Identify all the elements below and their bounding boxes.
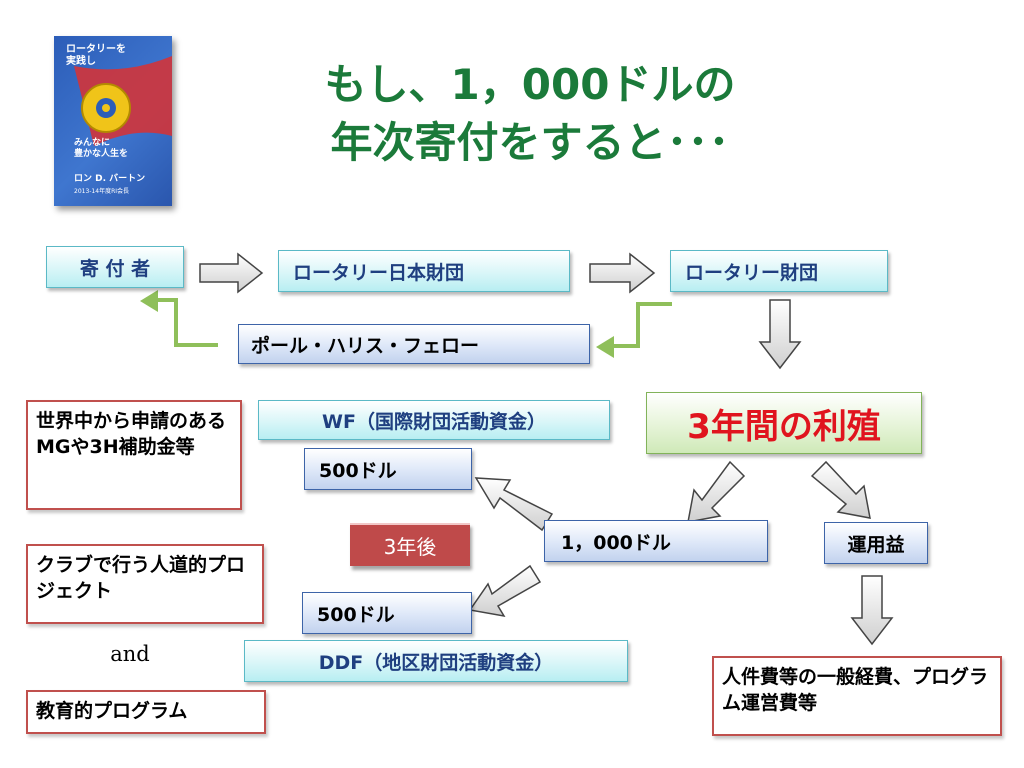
book-title-1: ロータリーを 実践し — [66, 44, 126, 67]
arrow-rjf-to-tfr — [589, 252, 656, 294]
arrow-phf-to-donor — [152, 298, 218, 347]
book-note: 2013-14年度RI会長 — [74, 188, 130, 195]
arrow-interest-to-principal — [687, 460, 746, 523]
arrow-interest-to-earnings — [810, 460, 871, 519]
global-grants-box: 世界中から申請のあるMGや3H補助金等 — [26, 400, 242, 510]
overhead-box: 人件費等の一般経費、プログラム運営費等 — [712, 656, 1002, 736]
ddf-box: DDF（地区財団活動資金） — [244, 640, 628, 682]
wf-box: WF（国際財団活動資金） — [258, 400, 610, 440]
arrow-donor-to-rjf — [199, 252, 264, 294]
arrow-principal-to-wf — [474, 477, 554, 532]
tfr-box: ロータリー財団 — [670, 250, 888, 292]
after-3-years-badge: 3年後 — [350, 523, 470, 566]
arrow-tfr-to-interest — [758, 299, 802, 370]
book-title-2: みんなに 豊かな人生を — [74, 138, 129, 159]
title-line-1: もし、1，000ドルの — [324, 60, 736, 109]
education-box: 教育的プログラム — [26, 690, 266, 734]
and-label: and — [110, 642, 150, 666]
interest-box: 3年間の利殖 — [646, 392, 922, 454]
title-line-2: 年次寄付をすると･･･ — [330, 118, 730, 167]
phf-box: ポール・ハリス・フェロー — [238, 324, 590, 364]
book-author: ロン D. バートン — [74, 174, 146, 184]
arrow-tfr-to-phf — [610, 302, 672, 348]
earnings-box: 運用益 — [824, 522, 928, 564]
club-projects-box: クラブで行う人道的プロジェクト — [26, 544, 264, 624]
ddf-amount-box: 500ドル — [302, 592, 472, 634]
rjf-box: ロータリー日本財団 — [278, 250, 570, 292]
book-cover-art — [74, 56, 172, 146]
book-cover: ロータリーを 実践し みんなに 豊かな人生を ロン D. バートン 2013-1… — [54, 36, 172, 206]
donor-box: 寄 付 者 — [46, 246, 184, 288]
principal-box: 1，000ドル — [544, 520, 768, 562]
wf-amount-box: 500ドル — [304, 448, 472, 490]
arrow-earnings-to-overhead — [850, 575, 894, 646]
arrow-principal-to-ddf — [468, 564, 542, 618]
